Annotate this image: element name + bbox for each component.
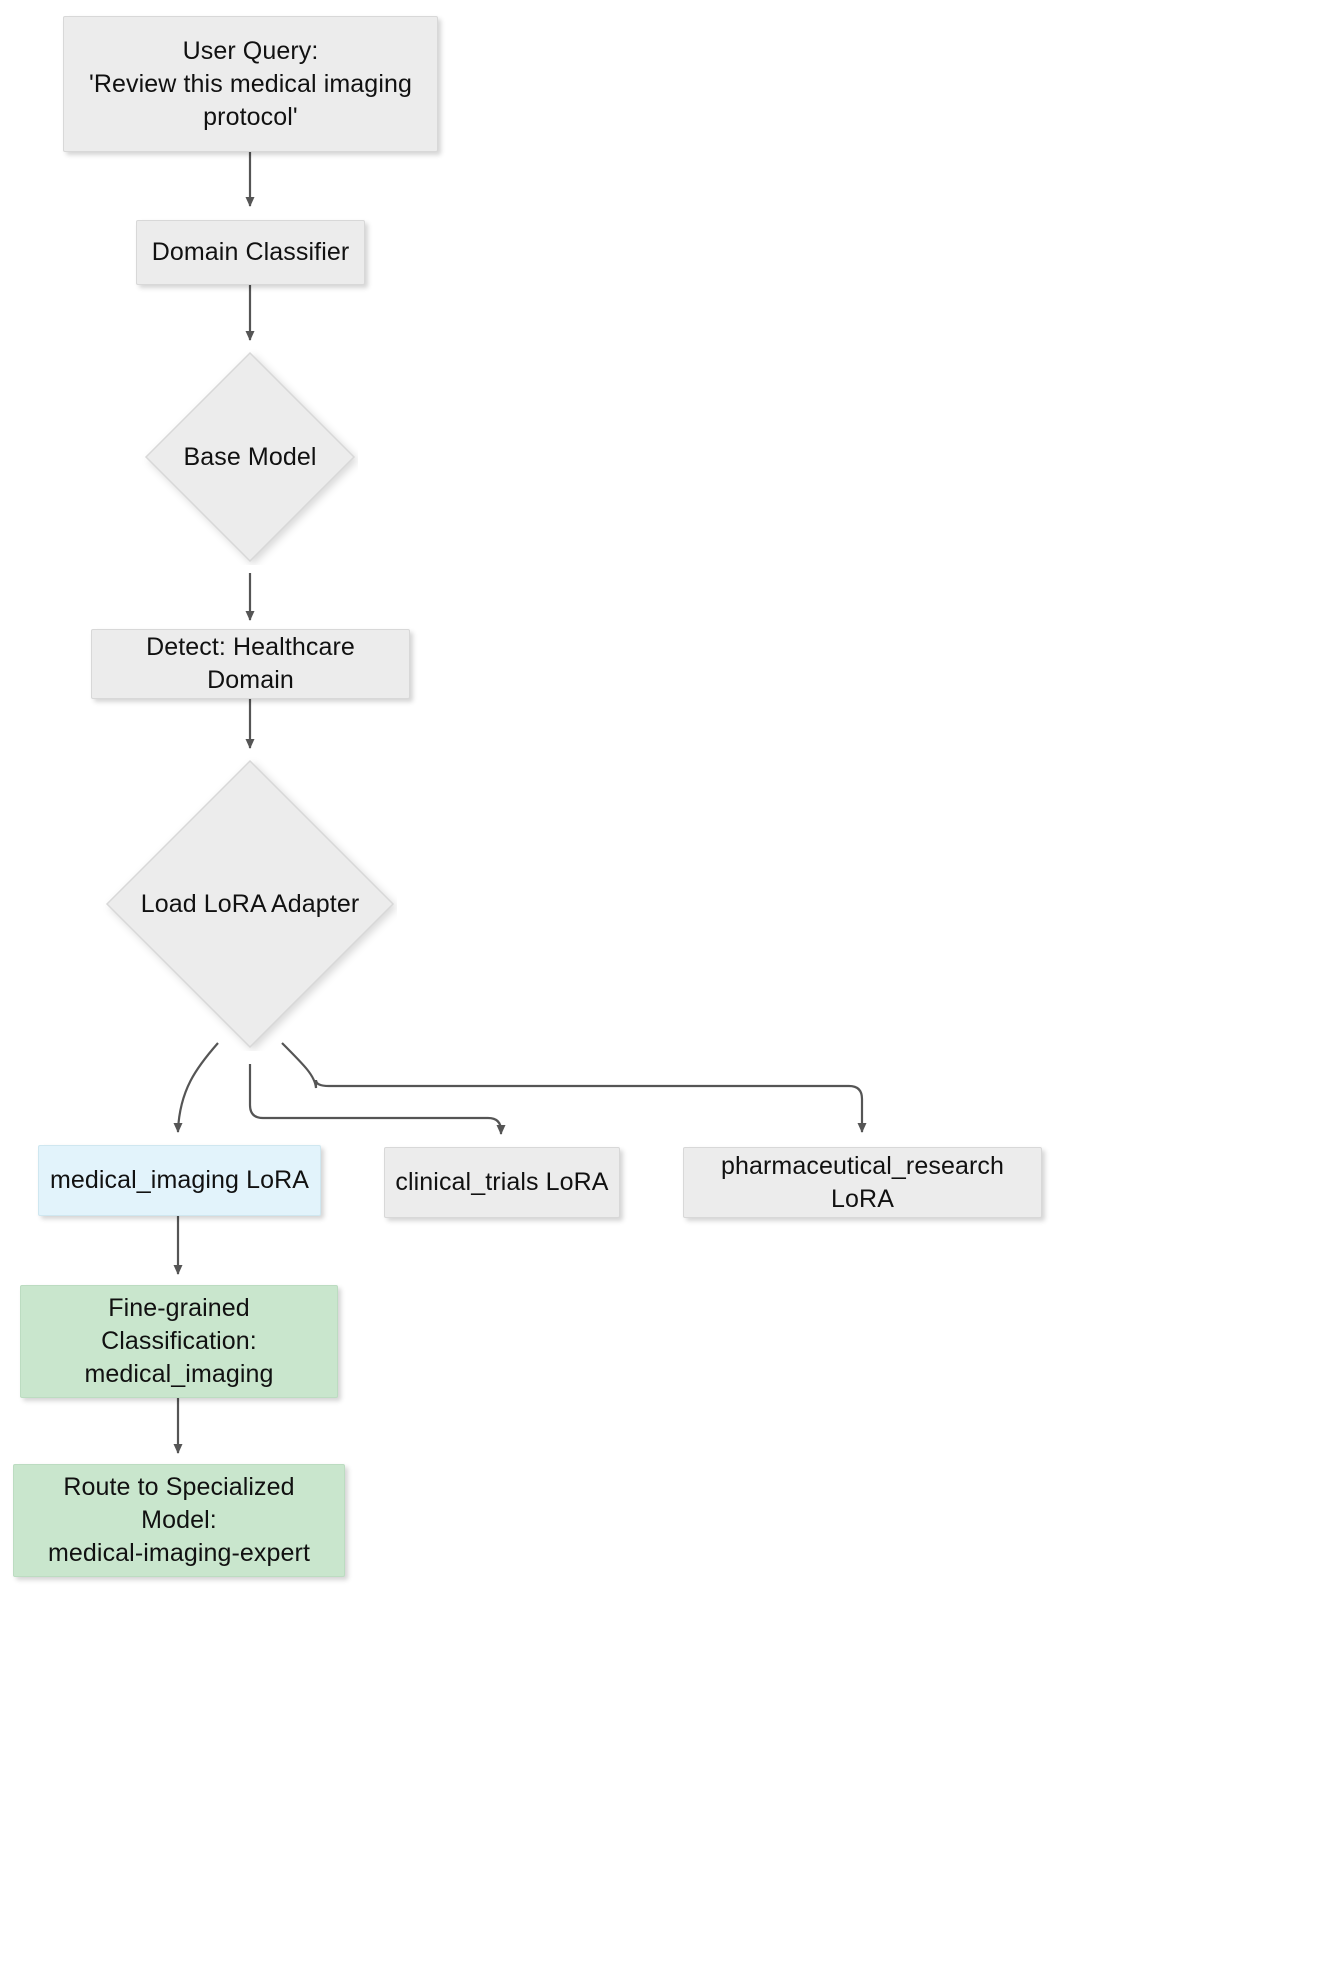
- node-base-model-label: Base Model: [183, 442, 317, 471]
- node-load-lora-adapter[interactable]: Load LoRA Adapter: [103, 757, 397, 1051]
- node-medical-imaging-lora[interactable]: medical_imaging LoRA: [38, 1145, 321, 1216]
- edge-load-lora-adapter-to-medical-imaging-lora: [173, 1042, 219, 1133]
- node-fine-grained-classification[interactable]: Fine-grained Classification: medical_ima…: [20, 1285, 338, 1398]
- load-lora-adapter-diamond-shape: [105, 759, 395, 1049]
- node-detect-healthcare-domain[interactable]: Detect: Healthcare Domain: [91, 629, 410, 699]
- node-route-to-specialized-model[interactable]: Route to Specialized Model: medical-imag…: [13, 1464, 345, 1577]
- node-route-to-specialized-model-label: Route to Specialized Model: medical-imag…: [47, 1473, 311, 1567]
- node-load-lora-adapter-label: Load LoRA Adapter: [140, 889, 360, 918]
- node-user-query[interactable]: User Query: 'Review this medical imaging…: [63, 16, 438, 152]
- node-pharmaceutical-research-lora[interactable]: pharmaceutical_research LoRA: [683, 1147, 1042, 1218]
- node-detect-healthcare-domain-label: Detect: Healthcare Domain: [146, 633, 355, 694]
- node-clinical-trials-lora[interactable]: clinical_trials LoRA: [384, 1147, 620, 1218]
- edge-load-lora-adapter-to-pharmaceutical-research-lora: [281, 1042, 867, 1133]
- node-domain-classifier-label: Domain Classifier: [151, 238, 350, 266]
- node-user-query-label: User Query: 'Review this medical imaging…: [89, 36, 412, 131]
- node-medical-imaging-lora-label: medical_imaging LoRA: [49, 1166, 310, 1194]
- node-pharmaceutical-research-lora-label: pharmaceutical_research LoRA: [720, 1151, 1004, 1213]
- node-domain-classifier[interactable]: Domain Classifier: [136, 220, 365, 285]
- node-base-model[interactable]: Base Model: [142, 349, 358, 565]
- base-model-diamond-shape: [144, 351, 356, 563]
- edge-load-lora-adapter-to-clinical-trials-lora: [248, 1064, 506, 1135]
- node-clinical-trials-lora-label: clinical_trials LoRA: [395, 1168, 609, 1196]
- node-fine-grained-classification-label: Fine-grained Classification: medical_ima…: [84, 1294, 274, 1388]
